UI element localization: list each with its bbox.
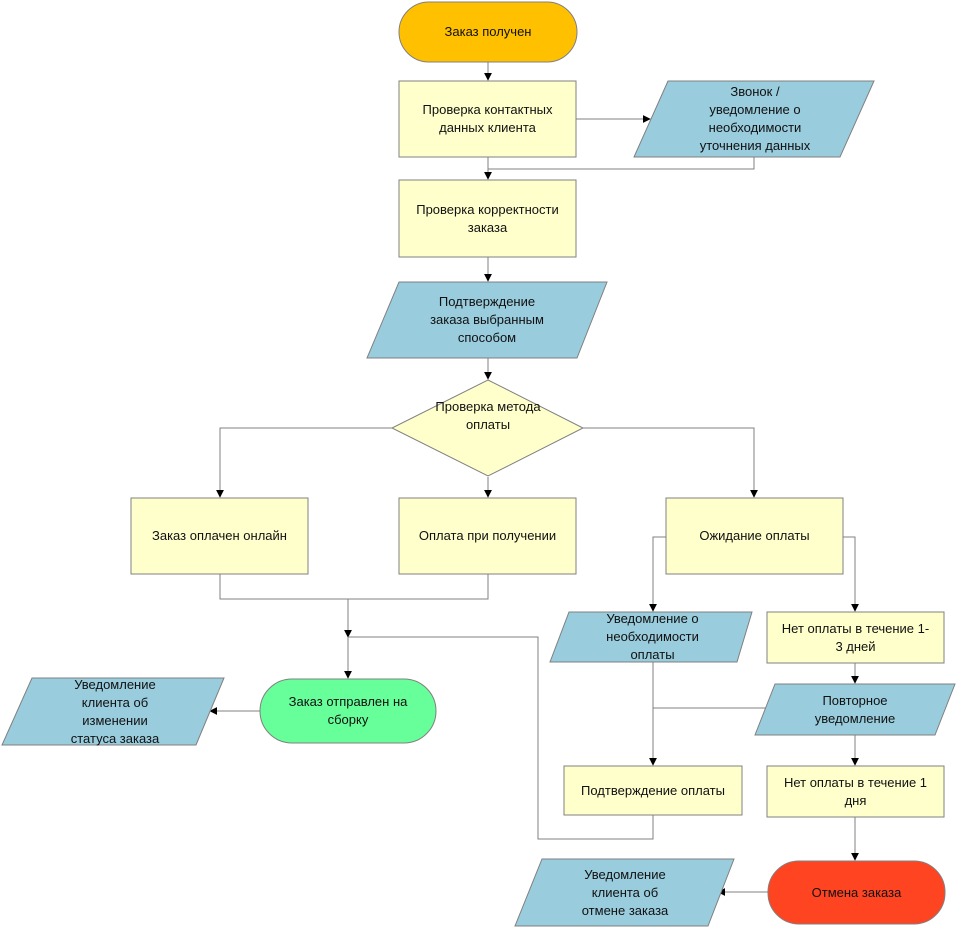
node-order-received-shape — [398, 1, 578, 63]
edge-call-back-to-main — [488, 157, 755, 170]
node-paid-online-shape — [130, 497, 309, 575]
edge-confirmed-loop — [348, 636, 654, 840]
edge-awaiting-to-notify — [649, 536, 666, 612]
node-cancel-notice-shape — [514, 858, 735, 927]
node-confirm-order-shape — [366, 281, 608, 359]
node-payment-confirmed-shape — [563, 765, 743, 816]
node-pay-on-delivery-shape — [398, 497, 577, 575]
node-awaiting-payment-shape — [665, 497, 844, 575]
node-no-payment-13-shape — [766, 611, 945, 664]
edge-awaiting-to-no-pay-13 — [843, 536, 859, 612]
node-status-notice-shape — [1, 677, 225, 746]
node-check-contacts-shape — [398, 80, 577, 158]
node-check-order-shape — [398, 179, 577, 258]
node-cancel-order-shape — [767, 860, 946, 925]
node-repeat-notice-shape — [754, 683, 956, 736]
edges — [209, 62, 859, 896]
node-no-payment-1-shape — [766, 765, 945, 818]
node-notify-payment-shape — [549, 611, 753, 663]
node-payment-method-shape — [390, 379, 585, 477]
edge-online-merge — [219, 574, 489, 600]
node-sent-to-assembly-shape — [259, 678, 437, 744]
edge-decision-to-online — [216, 427, 392, 498]
node-call-notify-shape — [633, 80, 875, 158]
edge-decision-to-awaiting — [582, 427, 758, 498]
